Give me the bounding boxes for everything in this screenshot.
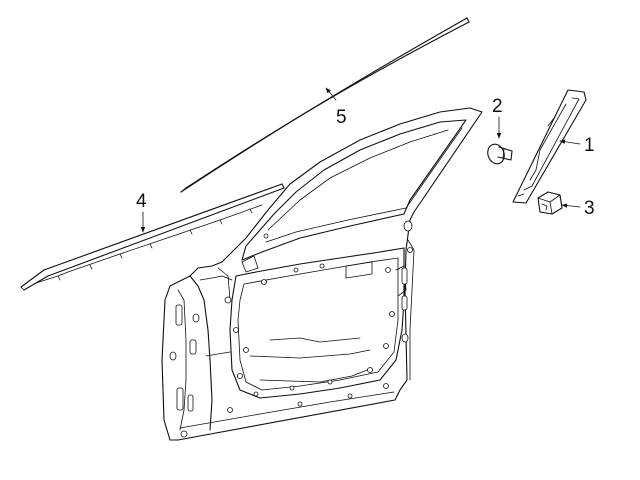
callout-arrow-5 bbox=[325, 87, 337, 101]
callout-arrow-1 bbox=[559, 139, 581, 145]
front-door-shell bbox=[161, 107, 483, 441]
callout-1: 1 bbox=[584, 135, 595, 156]
clip-block-part bbox=[537, 191, 563, 215]
belt-molding-part bbox=[20, 183, 285, 291]
callout-arrow-3 bbox=[561, 203, 581, 208]
pillar-applique-part bbox=[512, 89, 587, 204]
callout-4: 4 bbox=[136, 191, 147, 212]
roof-molding-part bbox=[180, 17, 470, 193]
retainer-clip-part bbox=[487, 143, 513, 165]
callout-3: 3 bbox=[584, 198, 595, 219]
callout-2: 2 bbox=[492, 96, 503, 117]
callout-5: 5 bbox=[336, 107, 347, 128]
